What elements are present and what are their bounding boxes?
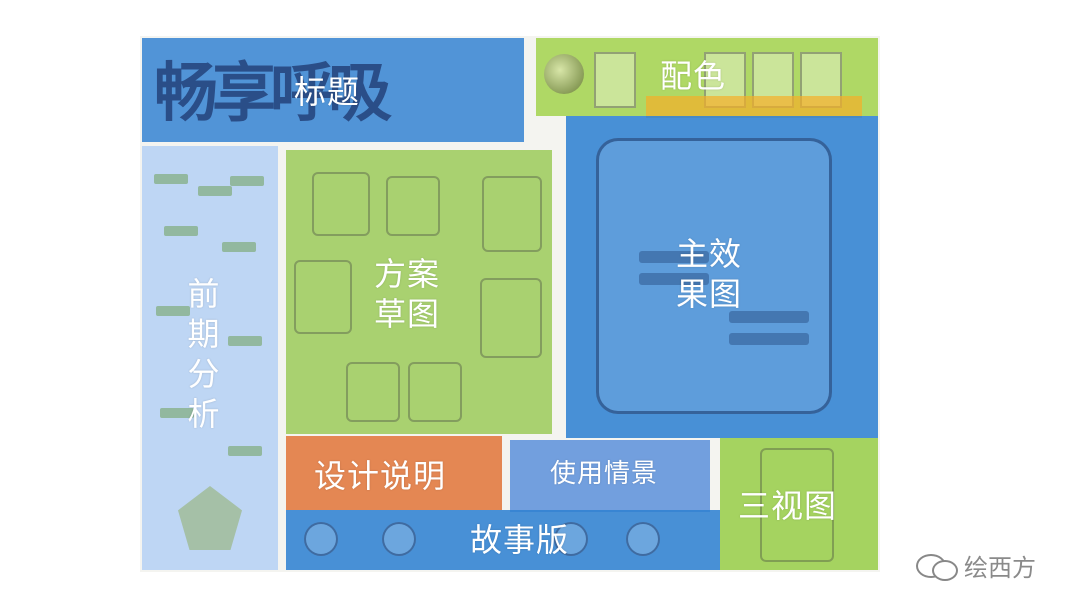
mindmap-node xyxy=(198,186,232,196)
radar-chart-icon xyxy=(178,486,242,550)
zone-main-rendering-label: 主效 果图 xyxy=(676,235,743,313)
zone-title: 畅享呼吸 标题 xyxy=(142,38,524,142)
wechat-icon xyxy=(916,552,958,581)
storyboard-face-icon xyxy=(304,522,338,556)
vent-detail xyxy=(729,333,809,345)
zone-sketches-label: 方案 草图 xyxy=(374,255,441,333)
color-swatch xyxy=(594,52,636,108)
sketch-drawing xyxy=(312,172,370,236)
zone-usage-scenario: 使用情景 xyxy=(510,440,710,512)
sketch-drawing xyxy=(760,448,834,562)
mindmap-node xyxy=(154,174,188,184)
sketch-drawing xyxy=(386,176,440,236)
zone-usage-scenario-label: 使用情景 xyxy=(550,459,659,489)
sketch-drawing xyxy=(346,362,400,422)
sketch-drawing xyxy=(294,260,352,334)
zone-color-scheme-label: 配色 xyxy=(660,57,727,95)
sketch-drawing xyxy=(480,278,542,358)
mindmap-node xyxy=(230,176,264,186)
sketch-drawing xyxy=(482,176,542,252)
zone-design-description-label: 设计说明 xyxy=(314,457,447,495)
zone-title-label: 标题 xyxy=(294,73,361,111)
mindmap-node xyxy=(156,306,190,316)
zone-design-description: 设计说明 xyxy=(286,436,502,510)
watermark: 绘西方 xyxy=(916,548,1036,583)
vent-detail xyxy=(639,251,709,263)
zone-three-views-label: 三视图 xyxy=(738,487,838,525)
zone-pre-analysis-label: 前 期 分 析 xyxy=(187,275,221,433)
mindmap-node xyxy=(228,446,262,456)
sketch-drawing xyxy=(408,362,462,422)
vent-detail xyxy=(729,311,809,323)
storyboard-face-icon xyxy=(626,522,660,556)
storyboard-face-icon xyxy=(382,522,416,556)
zone-storyboard-label: 故事版 xyxy=(470,521,570,559)
zone-main-rendering: 主效 果图 xyxy=(566,116,878,438)
mindmap-node xyxy=(160,408,194,418)
mindmap-node xyxy=(164,226,198,236)
material-sphere-icon xyxy=(544,54,584,94)
zone-pre-analysis: 前 期 分 析 xyxy=(142,146,278,570)
title-artwork: 畅享呼吸 xyxy=(154,57,392,131)
vent-detail xyxy=(639,273,709,285)
zone-storyboard: 故事版 xyxy=(286,510,720,570)
mindmap-node xyxy=(222,242,256,252)
zone-three-views: 三视图 xyxy=(720,438,878,570)
zone-sketches: 方案 草图 xyxy=(286,150,552,434)
storyboard-face-icon xyxy=(554,522,588,556)
product-rendering-icon xyxy=(596,138,832,414)
mindmap-node xyxy=(228,336,262,346)
color-strip xyxy=(646,96,862,118)
watermark-text: 绘西方 xyxy=(964,554,1036,582)
